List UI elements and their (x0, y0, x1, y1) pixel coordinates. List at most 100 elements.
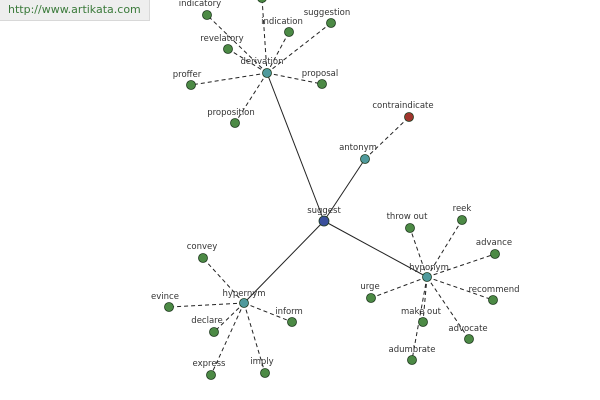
node-label-hypernym: hypernym (222, 289, 265, 299)
node-dot-suggest[interactable] (318, 215, 330, 227)
node-dot-suggestion[interactable] (326, 18, 336, 28)
node-suggestion[interactable]: suggestion (304, 8, 351, 28)
edge-hyponym-throw-out (409, 227, 428, 278)
node-dot-proposal[interactable] (317, 79, 327, 89)
node-dot-top-cut[interactable] (257, 0, 267, 3)
edge-hypernym-evince (168, 302, 245, 308)
node-hypernym[interactable]: hypernym (222, 289, 266, 308)
node-label-urge: urge (360, 282, 379, 292)
node-label-hyponym: hyponym (409, 263, 449, 273)
edge-antonym-contraindicate (364, 116, 410, 160)
node-dot-proffer[interactable] (186, 80, 196, 90)
node-label-throw-out: throw out (387, 212, 428, 222)
node-label-proposal: proposal (302, 69, 339, 79)
edge-hyponym-recommend (426, 276, 494, 301)
node-dot-make-out[interactable] (418, 317, 428, 327)
node-urge[interactable]: urge (360, 282, 380, 303)
node-label-reek: reek (453, 204, 472, 214)
node-dot-declare[interactable] (209, 327, 219, 337)
node-label-inform: inform (275, 307, 303, 317)
edge-derivation-proposition (234, 72, 268, 124)
node-contraindicate[interactable]: contraindicate (372, 101, 434, 122)
node-indication[interactable]: indication (261, 17, 303, 37)
edge-hypernym-inform (243, 302, 293, 323)
node-dot-urge[interactable] (366, 293, 376, 303)
node-dot-advocate[interactable] (464, 334, 474, 344)
node-top-cut[interactable] (257, 0, 267, 3)
node-dot-imply[interactable] (260, 368, 270, 378)
edge-hypernym-imply (243, 302, 266, 374)
edge-hyponym-urge (370, 276, 428, 299)
node-inform[interactable]: inform (275, 307, 303, 327)
node-dot-antonym[interactable] (360, 154, 370, 164)
node-imply[interactable]: imply (250, 357, 274, 378)
node-label-proffer: proffer (173, 70, 202, 80)
node-label-indicatory: indicatory (179, 0, 221, 9)
node-adumbrate[interactable]: adumbrate (389, 345, 436, 365)
edge-derivation-proffer (190, 72, 268, 86)
node-label-derivation: derivation (240, 57, 283, 67)
node-dot-express[interactable] (206, 370, 216, 380)
node-label-advance: advance (476, 238, 512, 248)
node-advance[interactable]: advance (476, 238, 512, 259)
node-label-proposition: proposition (207, 108, 255, 118)
node-label-suggest: suggest (307, 206, 341, 216)
node-convey[interactable]: convey (187, 242, 218, 263)
edge-derivation-top-cut (261, 0, 268, 74)
node-dot-convey[interactable] (198, 253, 208, 263)
node-dot-indicatory[interactable] (202, 10, 212, 20)
node-suggest[interactable]: suggest (307, 206, 341, 227)
node-label-evince: evince (151, 292, 179, 302)
node-dot-hyponym[interactable] (422, 272, 432, 282)
node-dot-indication[interactable] (284, 27, 294, 37)
node-reek[interactable]: reek (453, 204, 472, 225)
node-label-suggestion: suggestion (304, 8, 351, 18)
node-advocate[interactable]: advocate (448, 324, 488, 344)
node-dot-advance[interactable] (490, 249, 500, 259)
edge-hyponym-adumbrate (411, 276, 428, 361)
node-recommend[interactable]: recommend (469, 285, 520, 305)
node-label-revelatory: revelatory (200, 34, 243, 44)
node-dot-hypernym[interactable] (239, 298, 249, 308)
edge-hyponym-make-out (422, 276, 428, 323)
edge-suggest-hypernym (243, 220, 325, 304)
node-label-convey: convey (187, 242, 218, 252)
node-antonym[interactable]: antonym (339, 143, 377, 164)
node-label-advocate: advocate (448, 324, 487, 334)
node-hyponym[interactable]: hyponym (409, 263, 449, 282)
node-revelatory[interactable]: revelatory (200, 34, 244, 54)
node-label-antonym: antonym (339, 143, 377, 153)
node-dot-throw-out[interactable] (405, 223, 415, 233)
node-dot-proposition[interactable] (230, 118, 240, 128)
node-label-imply: imply (250, 357, 273, 367)
node-dot-evince[interactable] (164, 302, 174, 312)
node-dot-contraindicate[interactable] (404, 112, 414, 122)
node-indicatory[interactable]: indicatory (179, 0, 221, 20)
node-dot-derivation[interactable] (262, 68, 272, 78)
node-dot-reek[interactable] (457, 215, 467, 225)
node-declare[interactable]: declare (191, 316, 223, 337)
node-throw-out[interactable]: throw out (387, 212, 428, 233)
edge-derivation-revelatory (227, 48, 268, 74)
edge-hypernym-convey (202, 257, 245, 304)
node-dot-revelatory[interactable] (223, 44, 233, 54)
edges (168, 0, 496, 376)
node-label-declare: declare (191, 316, 222, 326)
node-proposal[interactable]: proposal (302, 69, 339, 89)
node-dot-inform[interactable] (287, 317, 297, 327)
site-watermark[interactable]: http://www.artikata.com (0, 0, 150, 21)
edge-suggest-antonym (323, 158, 366, 222)
node-proposition[interactable]: proposition (207, 108, 255, 128)
node-derivation[interactable]: derivation (240, 57, 284, 78)
node-dot-adumbrate[interactable] (407, 355, 417, 365)
edge-hyponym-advance (426, 253, 496, 278)
node-proffer[interactable]: proffer (173, 70, 202, 90)
node-make-out[interactable]: make out (401, 307, 442, 327)
node-label-indication: indication (261, 17, 303, 27)
node-evince[interactable]: evince (151, 292, 179, 312)
node-dot-recommend[interactable] (488, 295, 498, 305)
node-express[interactable]: express (193, 359, 226, 380)
